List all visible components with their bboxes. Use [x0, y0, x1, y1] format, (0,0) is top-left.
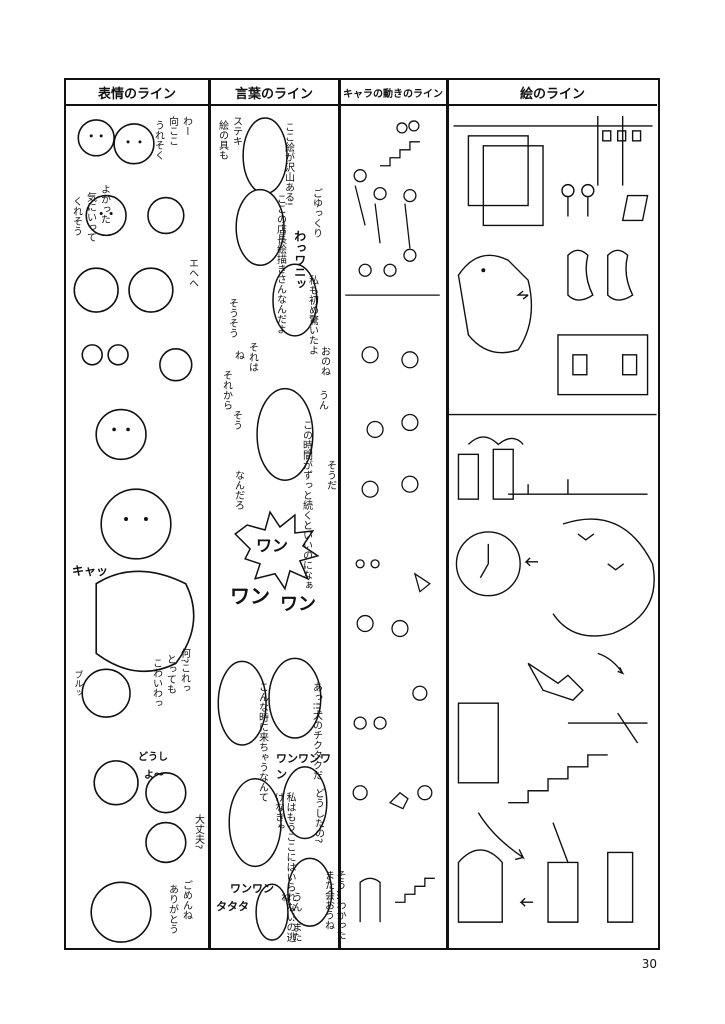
page-number: 30 [641, 957, 657, 971]
sfx-yo: よ〜 [144, 770, 164, 781]
sfx-wan-3: ワン [280, 594, 316, 615]
sfx-wan-2: ワン [230, 584, 270, 608]
bubble-konna-toki: こんな時に来ちゃうなんて [256, 682, 268, 802]
picture-column: 絵のライン [448, 80, 657, 948]
sfx-ureso: うれそく [152, 120, 164, 160]
bubble-doushitano: どうしたの? [312, 788, 324, 844]
sfx-ne: ね [232, 350, 244, 360]
column-divider [208, 80, 211, 948]
sfx-tatata: タタタ [216, 900, 249, 913]
column-header-expression: 表情のライン [66, 80, 208, 106]
sfx-mukou: 向ここ [166, 116, 178, 146]
sfx-ehehe: エヘヘ [186, 258, 198, 288]
sfx-sou: そう [230, 410, 242, 430]
column-header-words: 言葉のライン [210, 80, 338, 106]
bubble-kono-jikan: この時間がずっと続くといいのになぁ [300, 420, 312, 590]
picture-art [448, 106, 657, 948]
sfx-wanwan: ワンワン [230, 882, 274, 895]
speech-bubbles-illustration [217, 117, 333, 941]
words-art [210, 106, 338, 948]
sfx-sousou: そうそう [226, 298, 238, 338]
sfx-suteki: ステキ [230, 116, 242, 146]
column-header-movement: キャラの動きのライン [340, 80, 446, 106]
sfx-wani: わっワニッ [292, 230, 307, 290]
column-divider [446, 80, 449, 948]
sfx-wan-1: ワン [256, 536, 289, 555]
sfx-anone: おのね [318, 346, 330, 376]
movement-art [340, 106, 446, 948]
sfx-wanwanwan: ワンワンワン [276, 752, 331, 781]
bubble-chikutaku: あっ!!犬のチクタクだ [310, 682, 322, 781]
sfx-kuresou: くれそう [70, 196, 82, 236]
sfx-kya: キャッ [72, 564, 109, 578]
page-frame: 表情のライン [64, 78, 660, 950]
expression-column: 表情のライン [66, 80, 208, 948]
sfx-daijoubu: 大丈夫? [192, 814, 204, 850]
sfx-arigatou: ありがとう [166, 884, 178, 934]
bubble-koko-e: ここ絵が沢山ある! [282, 122, 294, 207]
sfx-doushi: どうし [138, 752, 168, 763]
sfx-nandaro: なんだろ [232, 470, 244, 510]
sfx-kowai: こわいわっ [150, 658, 162, 708]
sfx-buru: ブルッ [72, 670, 83, 697]
bubble-matane: うん…またね [278, 892, 302, 942]
words-column: 言葉のライン ここ絵が沢山ある! ここの店長絵描きさんなん [210, 80, 345, 948]
sfx-souda: そうだ [324, 460, 336, 490]
character-movement-illustration [345, 120, 440, 923]
faces-illustration [73, 119, 195, 943]
sfx-soreha: それは [246, 342, 258, 372]
column-header-picture: 絵のライン [448, 80, 657, 106]
sfx-wa: わー [180, 116, 192, 136]
sfx-goyukkuri: ごゆっくり [310, 188, 322, 238]
sfx-un: うん [316, 390, 328, 410]
sfx-tottemo: とっても [164, 654, 176, 694]
column-divider [338, 80, 341, 948]
sfx-gomenne: ごめんね [180, 880, 192, 920]
bubble-tenchou: ここの店長絵描きさんなんだよ [274, 194, 286, 334]
movement-column: キャラの動きのライン [340, 80, 446, 948]
bubble-nigenakya: 私はもうここにはいられないの逃げなきゃ [272, 792, 296, 942]
sfx-nani: 何?これっ [178, 648, 190, 694]
scene-illustration [448, 115, 657, 923]
sfx-kiniitte: 気にいって [84, 192, 96, 242]
sfx-yokatta: よかった [98, 184, 110, 224]
sfx-sorekara: それから [220, 370, 232, 410]
bubble-odoroita: 私も初め驚いたよ [306, 275, 318, 355]
sfx-enogu: 絵の具も [216, 120, 228, 160]
expression-art [66, 106, 208, 948]
